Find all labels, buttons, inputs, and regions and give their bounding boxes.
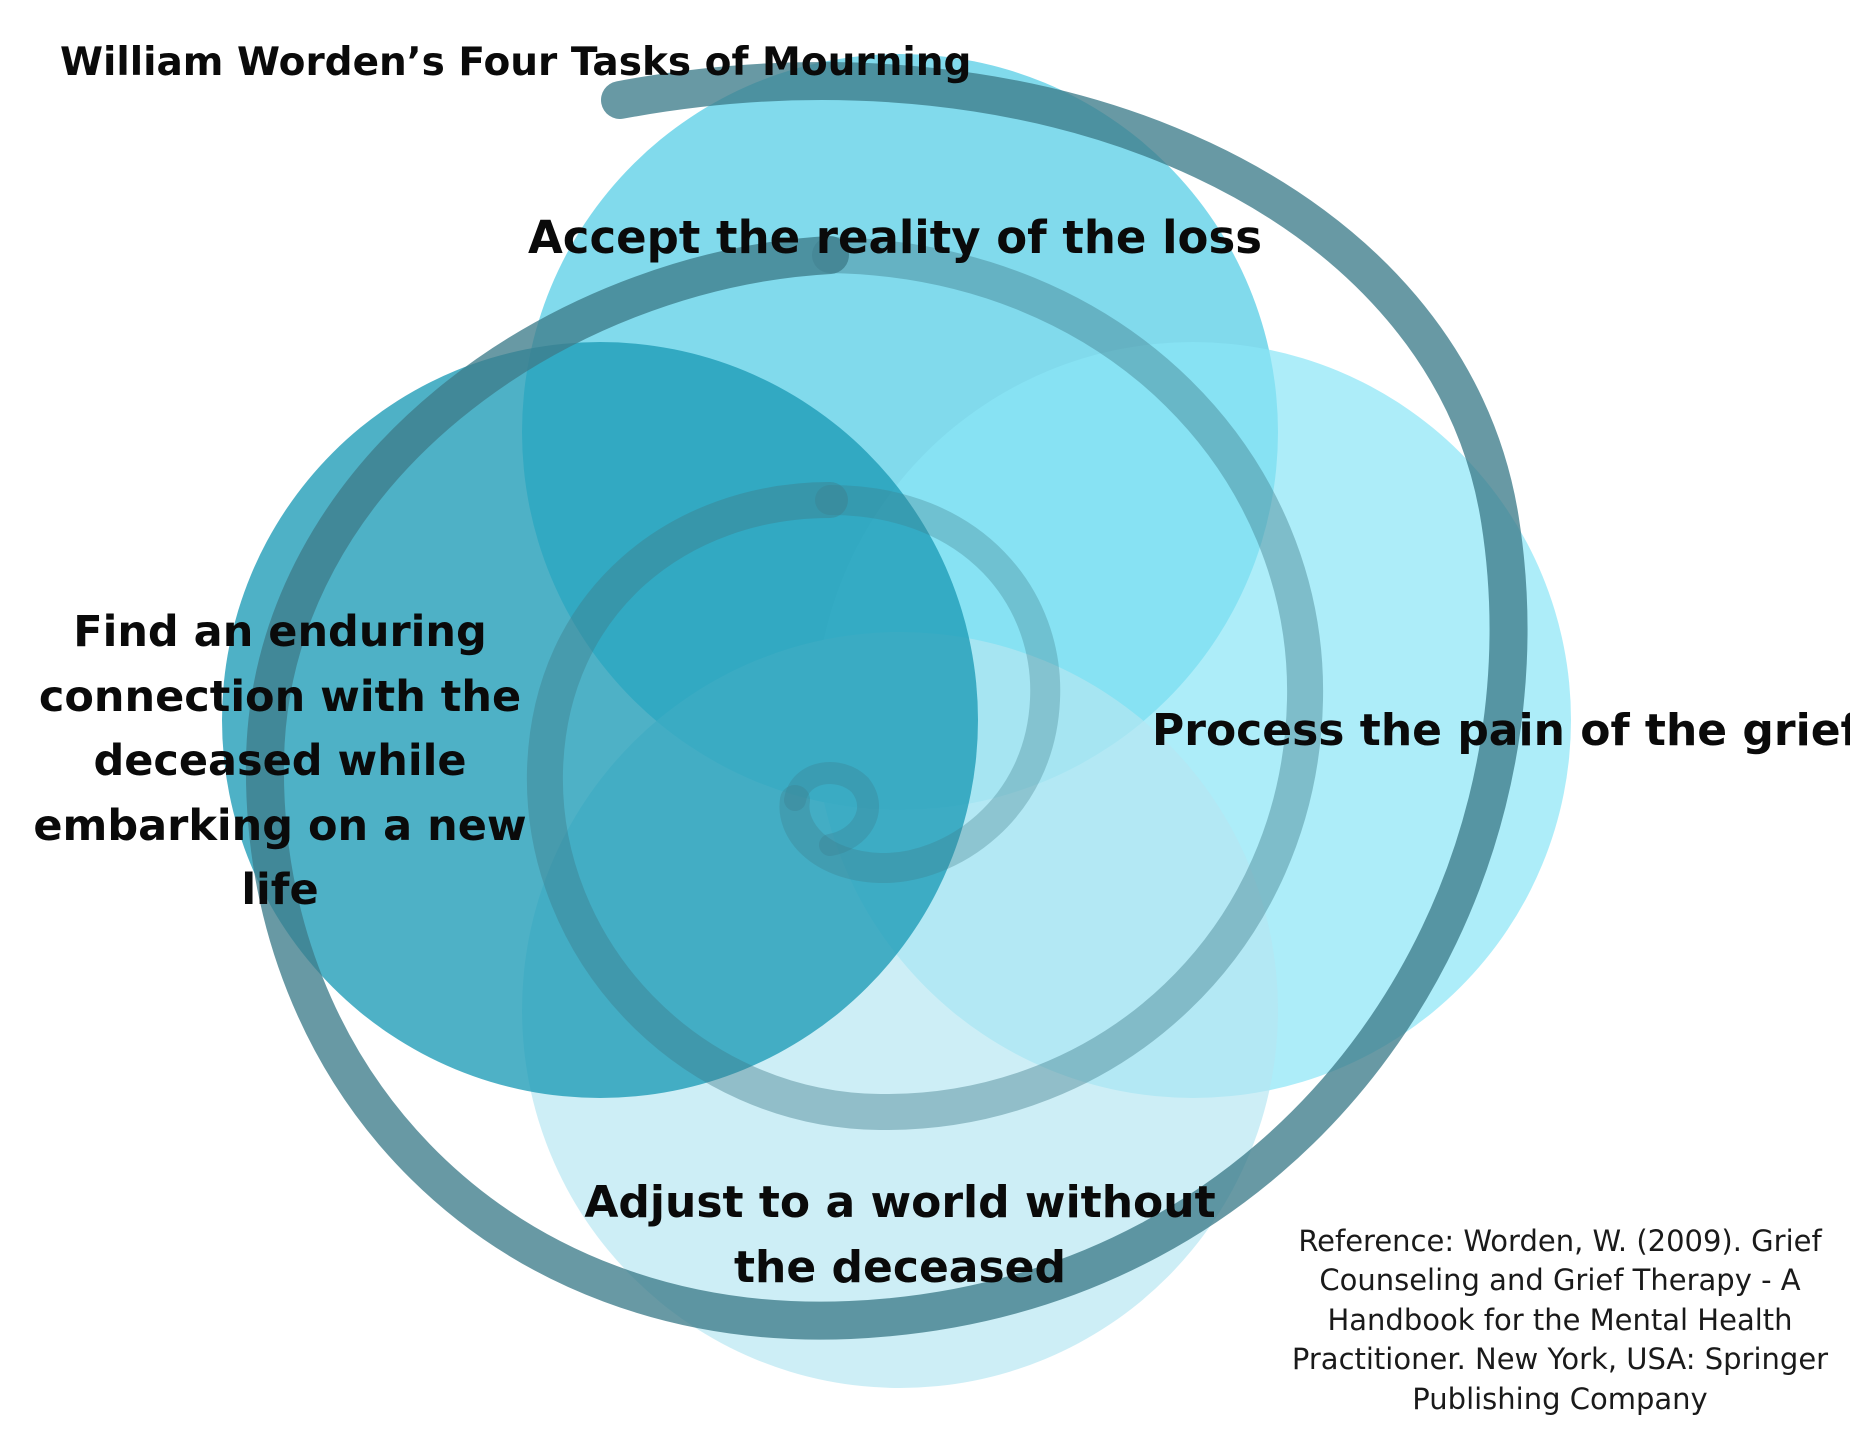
task-adjust-label: Adjust to a world without the deceased	[584, 1177, 1216, 1294]
spiral-middle-ring	[526, 237, 1324, 1131]
spiral-decoration	[245, 62, 1528, 1340]
spiral-outer-ring	[245, 62, 1528, 1340]
task-accept-label: Accept the reality of the loss	[527, 211, 1263, 264]
spiral-center-loop	[784, 762, 879, 856]
task-process-label: Process the pain of the grief	[1152, 705, 1850, 756]
connection-circle	[222, 342, 978, 1098]
task-connection-label: Find an enduring connection with the dec…	[33, 607, 527, 915]
spiral-inner-ring	[779, 485, 1061, 884]
reference-citation: Reference: Worden, W. (2009). Grief Coun…	[1291, 1224, 1829, 1416]
diagram-title: William Worden’s Four Tasks of Mourning	[60, 40, 972, 85]
